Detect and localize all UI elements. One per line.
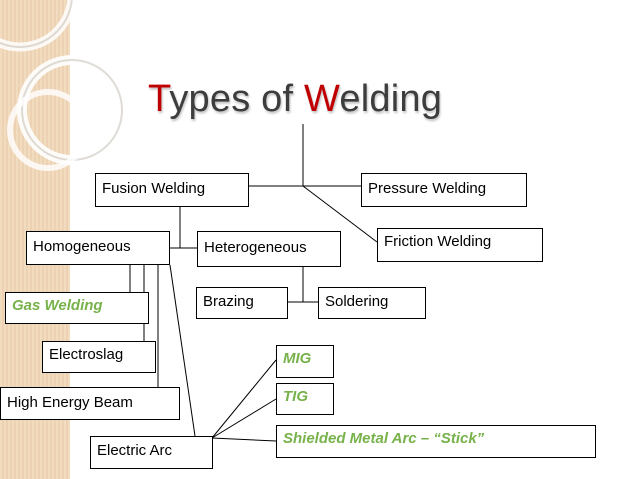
high-energy-beam-node: High Energy Beam bbox=[0, 387, 180, 420]
mig-node: MIG bbox=[276, 345, 334, 378]
friction-welding-node: Friction Welding bbox=[377, 228, 543, 262]
diagram-title: Types of Welding bbox=[148, 78, 443, 120]
electric-arc-node: Electric Arc bbox=[90, 436, 213, 469]
soldering-node: Soldering bbox=[318, 287, 426, 319]
shielded-metal-arc-node: Shielded Metal Arc – “Stick” bbox=[276, 425, 596, 458]
heterogeneous-node: Heterogeneous bbox=[197, 231, 341, 267]
homogeneous-node: Homogeneous bbox=[26, 231, 170, 265]
electroslag-node: Electroslag bbox=[42, 341, 156, 373]
tig-node: TIG bbox=[276, 383, 334, 415]
pressure-welding-node: Pressure Welding bbox=[361, 173, 527, 207]
fusion-welding-node: Fusion Welding bbox=[95, 173, 249, 207]
decorative-circles bbox=[0, 0, 127, 171]
brazing-node: Brazing bbox=[196, 287, 288, 319]
gas-welding-node: Gas Welding bbox=[5, 292, 149, 324]
